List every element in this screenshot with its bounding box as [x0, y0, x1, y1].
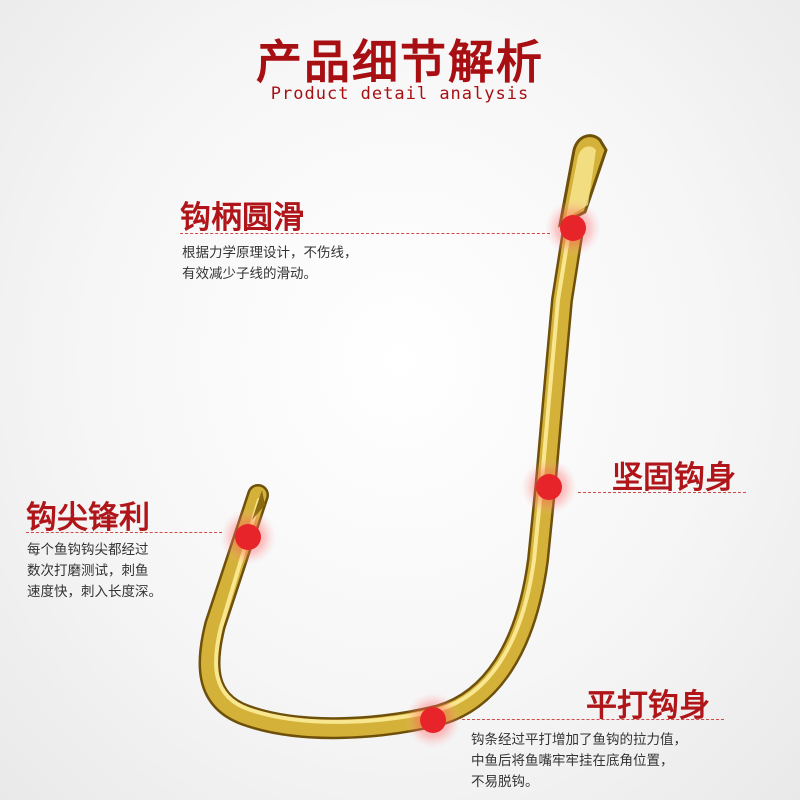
body-title: 坚固钩身 — [612, 460, 736, 496]
tip-title: 钩尖锋利 — [26, 500, 150, 536]
tip-leader-line — [26, 532, 222, 533]
marker-tip — [220, 509, 276, 565]
page-subtitle: Product detail analysis — [270, 84, 530, 104]
shank-desc-line-1: 根据力学原理设计，不伤线， — [182, 245, 358, 261]
shank-description: 根据力学原理设计，不伤线， 有效减少子线的滑动。 — [182, 243, 358, 285]
tip-desc-line-3: 速度快，刺入长度深。 — [27, 584, 162, 600]
flat-desc-line-1: 钩条经过平打增加了鱼钩的拉力值， — [471, 732, 687, 748]
shank-leader-line — [180, 233, 550, 234]
flat-description: 钩条经过平打增加了鱼钩的拉力值， 中鱼后将鱼嘴牢牢挂在底角位置， 不易脱钩。 — [471, 730, 687, 793]
marker-body — [521, 459, 577, 515]
flat-title: 平打钩身 — [586, 688, 710, 724]
marker-shank — [545, 200, 601, 256]
tip-description: 每个鱼钩钩尖都经过 数次打磨测试，刺鱼 速度快，刺入长度深。 — [27, 540, 162, 603]
page-title: 产品细节解析 — [256, 35, 544, 89]
flat-desc-line-2: 中鱼后将鱼嘴牢牢挂在底角位置， — [471, 753, 674, 769]
flat-desc-line-3: 不易脱钩。 — [471, 774, 539, 790]
shank-title: 钩柄圆滑 — [180, 200, 304, 236]
marker-flat — [405, 692, 461, 748]
tip-desc-line-2: 数次打磨测试，刺鱼 — [27, 563, 149, 579]
flat-leader-line — [462, 719, 724, 720]
tip-desc-line-1: 每个鱼钩钩尖都经过 — [27, 542, 149, 558]
shank-desc-line-2: 有效减少子线的滑动。 — [182, 266, 317, 282]
body-leader-line — [578, 492, 746, 493]
